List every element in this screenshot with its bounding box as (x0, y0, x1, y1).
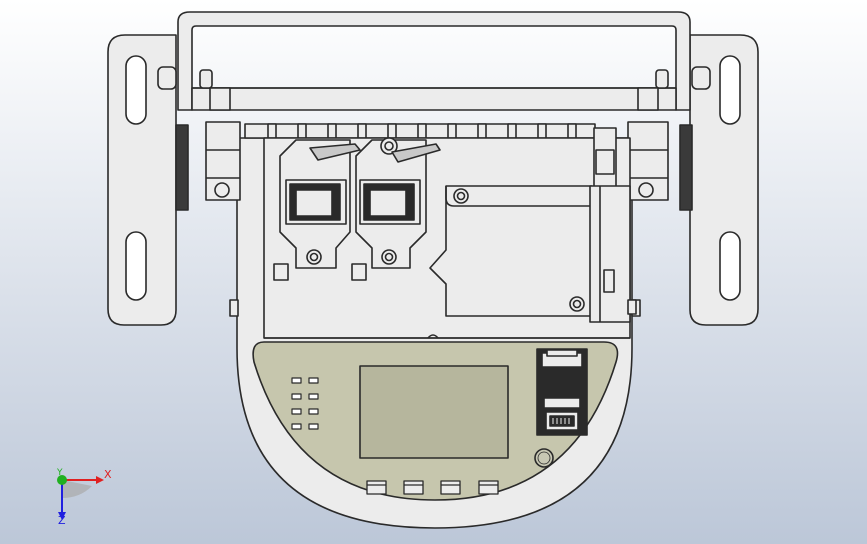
led-indicators (291, 377, 319, 430)
right-bracket-slot-top (719, 55, 741, 125)
terminal-cover (429, 185, 593, 317)
key-1[interactable] (366, 480, 387, 495)
lcd-display (359, 365, 509, 459)
key-3[interactable] (440, 480, 461, 495)
service-port[interactable] (536, 348, 588, 436)
z-axis-label: Z (58, 514, 66, 527)
carry-handle (157, 11, 711, 111)
cooling-fins (244, 123, 596, 139)
grounding-post (589, 127, 637, 323)
right-mounting-bracket (679, 34, 759, 326)
adjust-knob[interactable] (534, 448, 554, 468)
key-2[interactable] (403, 480, 424, 495)
left-bracket-slot-bottom (125, 231, 147, 301)
keypad[interactable] (366, 480, 499, 495)
key-4[interactable] (478, 480, 499, 495)
y-axis-label: Y (57, 468, 63, 478)
coordinate-triad-icon (57, 475, 104, 520)
connector-left (273, 139, 361, 281)
right-bracket-slot-bottom (719, 231, 741, 301)
connector-right (351, 137, 441, 281)
left-mounting-bracket (107, 34, 189, 326)
x-axis-label: X (104, 468, 112, 481)
left-bracket-slot-top (125, 55, 147, 125)
